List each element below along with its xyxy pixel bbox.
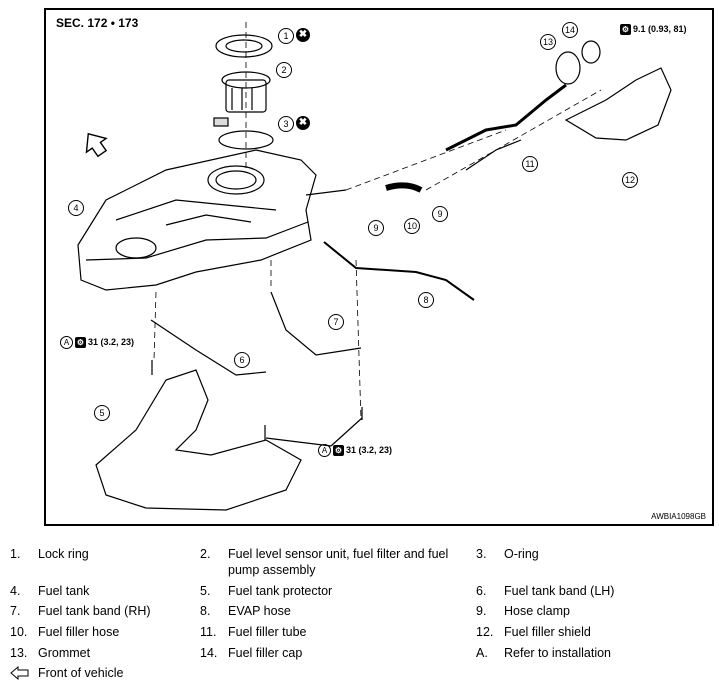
wrench-icon: ⚙ [620, 24, 631, 36]
callout-14: 14 [562, 22, 578, 38]
fuel-tank-shape [77, 149, 317, 291]
callout-4: 4 [68, 200, 84, 216]
callout-13: 13 [540, 34, 556, 50]
x-mark-icon: ✖ [296, 116, 310, 130]
o-ring-shape [218, 130, 274, 150]
tank-protector-shape [95, 369, 302, 511]
callout-10: 10 [404, 218, 420, 234]
section-title: SEC. 172 • 173 [56, 16, 139, 30]
a-mark: A [60, 336, 73, 349]
tank-band-rh-shape [270, 291, 362, 356]
evap-line-shape [305, 189, 347, 196]
callout-2: 2 [276, 62, 292, 78]
wrench-icon: ⚙ [75, 337, 86, 348]
callout-6: 6 [234, 352, 250, 368]
callout-1: 1 [278, 28, 294, 44]
torque-bottom-band: A⚙31 (3.2, 23) [318, 444, 392, 457]
tank-band-lh-shape [150, 319, 267, 376]
filler-cap-shape [581, 40, 601, 64]
torque-left-band: A⚙31 (3.2, 23) [60, 336, 134, 349]
callout-11: 11 [522, 156, 538, 172]
filler-shield-shape [564, 67, 672, 141]
exploded-diagram: SEC. 172 • 173 AWBIA1098GB ⚙9.1 (0.93, 8… [44, 8, 714, 526]
torque-cap: ⚙9.1 (0.93, 81) [620, 24, 687, 36]
callout-9: 9 [368, 220, 384, 236]
front-arrow-icon [10, 666, 29, 680]
evap-hose-shape [323, 241, 475, 301]
callout-3: 3 [278, 116, 294, 132]
image-code: AWBIA1098GB [651, 512, 706, 521]
callout-12: 12 [622, 172, 638, 188]
wrench-icon: ⚙ [333, 445, 344, 456]
lock-ring-shape [215, 34, 273, 58]
grommet-shape [555, 51, 581, 85]
filler-hose-shape [385, 182, 423, 193]
callout-7: 7 [328, 314, 344, 330]
callout-5: 5 [94, 405, 110, 421]
callout-8: 8 [418, 292, 434, 308]
callout-9b: 9 [432, 206, 448, 222]
x-mark-icon: ✖ [296, 28, 310, 42]
filler-tube-shape [445, 83, 567, 152]
a-mark: A [318, 444, 331, 457]
diagram-drawing [77, 22, 672, 511]
front-arrow-icon [85, 132, 108, 158]
